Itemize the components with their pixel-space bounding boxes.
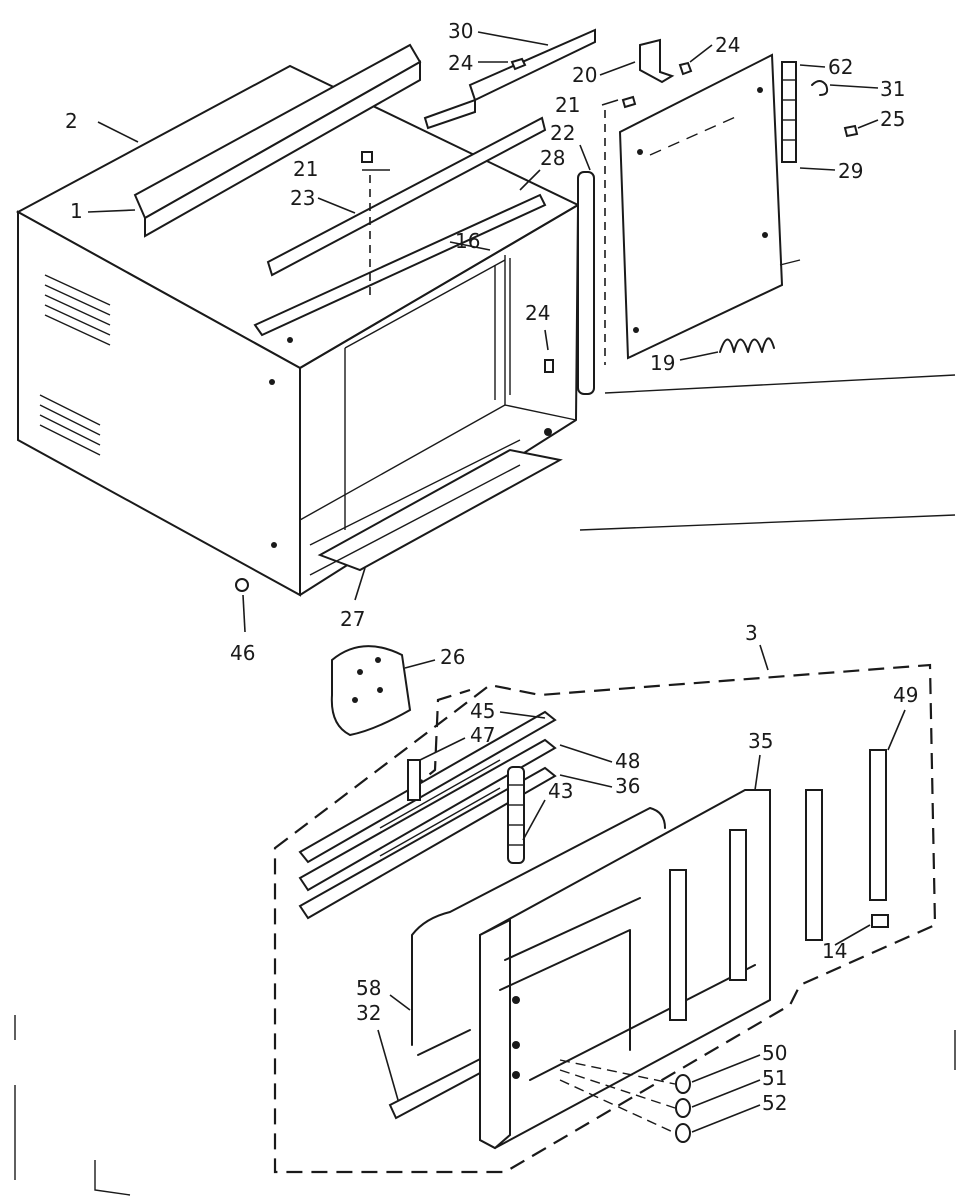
screws: [235, 57, 859, 592]
chassis-group-boundary: [273, 663, 937, 1174]
side-louvers-upper: [44, 274, 111, 346]
callout-30: 30: [448, 19, 473, 43]
coil-loop-58: [411, 807, 666, 1046]
callout-26: 26: [440, 645, 465, 669]
callout-labels: 2 1 21 23 16 28 22 21 30 24 20 24 62 31 …: [65, 19, 918, 1115]
gasket-strip-22: [577, 171, 595, 395]
callout-21-cabinet: 21: [293, 157, 318, 181]
callout-35: 35: [748, 729, 773, 753]
strip-62: [781, 61, 797, 163]
bracket-26: [330, 645, 412, 737]
callout-46: 46: [230, 641, 255, 665]
fastener-46: [235, 578, 249, 592]
heater-43: [507, 766, 525, 864]
callout-24-top: 24: [448, 51, 473, 75]
clip-14: [871, 914, 889, 928]
slides-49: [805, 749, 887, 941]
callout-2: 2: [65, 109, 78, 133]
callout-14: 14: [822, 939, 847, 963]
callout-49: 49: [893, 683, 918, 707]
callout-48: 48: [615, 749, 640, 773]
reference-lines: [579, 259, 956, 531]
callout-25: 25: [880, 107, 905, 131]
rods-group: [298, 710, 557, 920]
callout-43: 43: [548, 779, 573, 803]
callout-31: 31: [880, 77, 905, 101]
bracket-20: [639, 38, 675, 84]
callout-24-front: 24: [525, 301, 550, 325]
margin-marks: [14, 1015, 956, 1196]
callout-23: 23: [290, 186, 315, 210]
callout-36: 36: [615, 774, 640, 798]
rear-rail-16: [253, 193, 547, 337]
clip-31: [811, 80, 829, 96]
callout-20: 20: [572, 63, 597, 87]
callout-22: 22: [550, 121, 575, 145]
callout-58: 58: [356, 976, 381, 1000]
callout-19: 19: [650, 351, 675, 375]
bottom-rail: [317, 448, 563, 572]
callout-24-bracket: 24: [715, 33, 740, 57]
callout-32: 32: [356, 1001, 381, 1025]
spring-19: [719, 337, 775, 353]
side-panel-29: [618, 53, 784, 360]
washers: [559, 1059, 691, 1143]
callout-62: 62: [828, 55, 853, 79]
callout-16: 16: [455, 229, 480, 253]
top-rail-30: [423, 28, 596, 130]
callout-27: 27: [340, 607, 365, 631]
chassis-frame-35: [479, 789, 771, 1150]
leader-lines: [87, 31, 906, 1133]
callout-52: 52: [762, 1091, 787, 1115]
cabinet-assembly: [15, 43, 581, 597]
callout-28: 28: [540, 146, 565, 170]
callout-50: 50: [762, 1041, 787, 1065]
callout-3: 3: [745, 621, 758, 645]
callout-1: 1: [70, 199, 83, 223]
callout-29: 29: [838, 159, 863, 183]
callout-45: 45: [470, 699, 495, 723]
side-louvers-lower: [39, 394, 101, 456]
callout-47: 47: [470, 723, 495, 747]
callout-21-panel: 21: [555, 93, 580, 117]
angle-rail-23: [266, 116, 547, 277]
callout-51: 51: [762, 1066, 787, 1090]
